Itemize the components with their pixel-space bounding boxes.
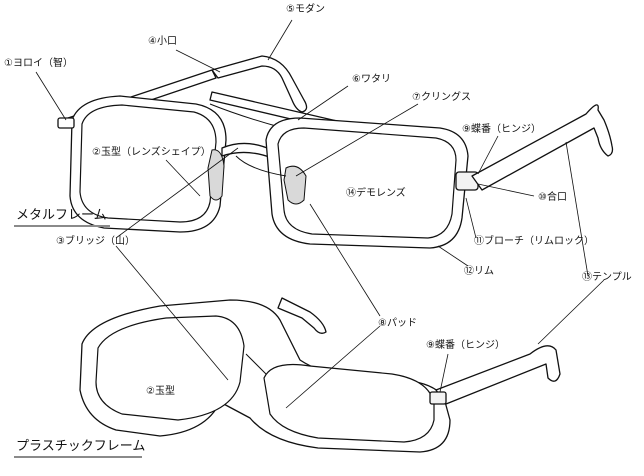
metal-bridge-upper [209,103,277,127]
label-bridge: ③ブリッジ（山） [56,236,135,247]
label-temple: ⑬テンプル [582,272,632,283]
plastic-right-lens [263,363,435,443]
metal-right-lens [277,127,457,239]
metal-left-lens [79,104,217,223]
metal-frame-title: メタルフレーム [16,208,107,223]
label-rim: ⑫リム [464,266,494,277]
metal-endpiece [57,117,75,129]
metal-right-pad [283,165,307,205]
plastic-far-temple [277,297,327,334]
label-koguchi: ④小口 [148,36,177,47]
label-brooch: ⑪ブローチ（リムロック） [474,236,594,247]
label-hinge-metal: ⑨蝶番（ヒンジ） [462,124,541,135]
plastic-frame-title: プラスチックフレーム [16,439,146,454]
metal-far-temple [211,55,308,113]
label-watari: ⑥ワタリ [352,74,391,85]
label-demo-lens: ⑭デモレンズ [346,188,406,199]
metal-left-pad [207,149,225,201]
leader-lines [35,19,605,409]
plastic-near-temple [435,345,561,405]
plastic-left-lens [95,315,245,421]
metal-bridge [221,142,273,159]
label-hinge-plastic: ⑨蝶番（ヒンジ） [426,340,505,351]
label-clings: ⑦クリングス [412,92,471,103]
label-yoroi: ①ヨロイ（智） [4,58,73,69]
metal-frame [57,55,614,249]
label-lens-shape: ②玉型（レンズシェイプ） [92,147,211,158]
plastic-frame [79,297,561,453]
label-aikuchi: ⑩合口 [538,192,567,203]
metal-near-temple [471,104,614,191]
label-lens-shape-plastic: ②玉型 [146,386,175,397]
plastic-hinge [429,391,447,405]
label-pad: ⑧パッド [378,318,417,329]
label-modan: ⑤モダン [286,4,325,15]
